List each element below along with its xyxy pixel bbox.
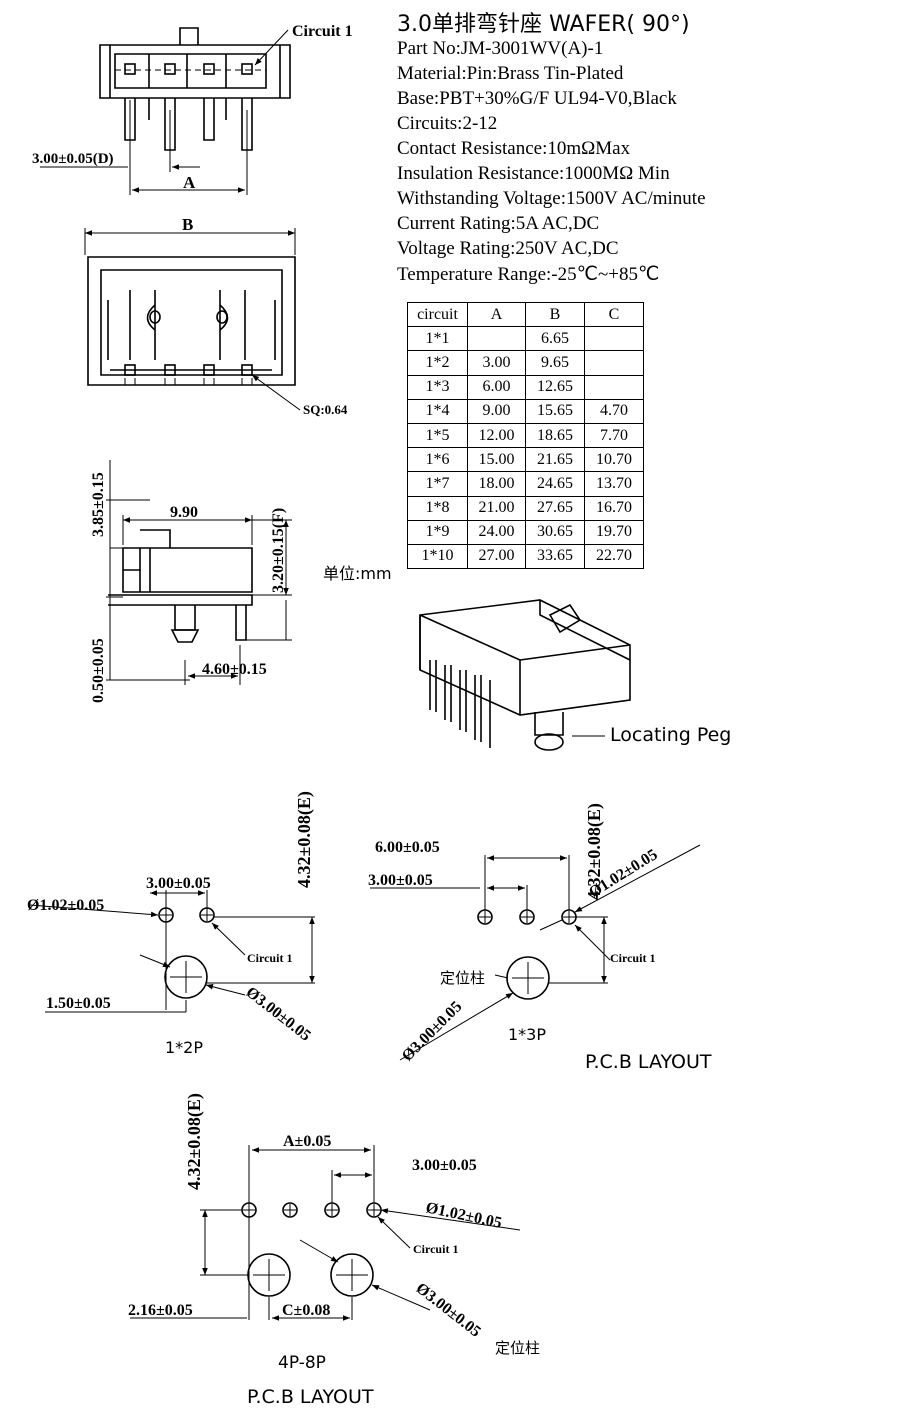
dim-3-label: 3.00±0.05 xyxy=(368,872,433,889)
pcb-3p-view xyxy=(370,844,701,1061)
dim-990-label: 9.90 xyxy=(170,504,198,521)
peg-label: Ø3.00±0.05 xyxy=(413,1280,484,1341)
table-cell: 15.65 xyxy=(525,398,585,424)
pcb-2p-view xyxy=(29,890,315,1013)
table-cell xyxy=(584,326,644,352)
spec-line: Material:Pin:Brass Tin-Plated xyxy=(397,63,624,84)
circuit1-label: Circuit 1 xyxy=(413,1242,458,1256)
table-cell: 18.00 xyxy=(467,471,526,497)
table-header-cell: B xyxy=(525,301,585,328)
pcb-4p-view xyxy=(130,1145,521,1321)
pcb-layout-caption: P.C.B LAYOUT xyxy=(585,1051,712,1073)
table-cell: 4.70 xyxy=(584,398,644,424)
table-header-cell: circuit xyxy=(407,301,468,328)
dim-320-label: 3.20±0.15(F) xyxy=(270,508,287,593)
locating-peg-label: Locating Peg xyxy=(610,724,731,746)
peg-label: Ø3.00±0.05 xyxy=(243,984,314,1045)
spec-line: Circuits:2-12 xyxy=(397,113,498,134)
bottom-view xyxy=(84,228,301,411)
e-dim-label: 4.32±0.08(E) xyxy=(294,791,315,888)
table-cell: 1*5 xyxy=(407,422,468,449)
table-cell: 6.00 xyxy=(467,374,526,400)
dim-a-label: A±0.05 xyxy=(283,1133,331,1150)
isometric-view xyxy=(419,599,631,751)
table-cell: 24.00 xyxy=(467,519,526,545)
unit-label: 单位:mm xyxy=(323,564,392,583)
pitch-label: 3.00±0.05 xyxy=(146,875,211,892)
spec-line: Base:PBT+30%G/F UL94-V0,Black xyxy=(397,88,677,109)
spec-line: Current Rating:5A AC,DC xyxy=(397,213,600,234)
dim-050-label: 0.50±0.05 xyxy=(90,638,107,703)
table-cell: 22.70 xyxy=(584,543,644,570)
table-cell: 3.00 xyxy=(467,350,526,376)
table-cell: 15.00 xyxy=(467,447,526,473)
pitch-label: 3.00±0.05 xyxy=(412,1157,477,1174)
spec-line: Withstanding Voltage:1500V AC/minute xyxy=(397,188,706,209)
product-title: 3.0单排弯针座 WAFER( 90°) xyxy=(397,12,690,37)
table-cell xyxy=(584,374,644,400)
hole-label: Ø1.02±0.05 xyxy=(424,1199,503,1232)
pitch-label: 3.00±0.05(D) xyxy=(32,151,114,167)
spec-line: Temperature Range:-25℃~+85℃ xyxy=(397,264,660,285)
sq-label: SQ:0.64 xyxy=(303,402,348,417)
spec-line: Contact Resistance:10mΩMax xyxy=(397,138,631,159)
pcb-3p-caption: 1*3P xyxy=(508,1025,546,1044)
pcb-2p-caption: 1*2P xyxy=(165,1038,203,1057)
table-cell: 21.65 xyxy=(525,447,585,473)
peg-cn-label: 定位柱 xyxy=(495,1339,540,1357)
spec-line: Voltage Rating:250V AC,DC xyxy=(397,238,619,259)
offset-label: 2.16±0.05 xyxy=(128,1302,193,1319)
table-cell: 27.00 xyxy=(467,543,526,570)
side-view xyxy=(106,460,292,685)
spec-line: Part No:JM-3001WV(A)-1 xyxy=(397,38,604,59)
hole-label: Ø1.02±0.05 xyxy=(27,897,104,914)
table-cell: 19.70 xyxy=(584,519,644,545)
pcb-4p-caption: 4P-8P xyxy=(278,1353,326,1373)
table-cell: 1*8 xyxy=(407,495,468,521)
table-cell: 12.00 xyxy=(467,422,526,449)
table-header-cell: C xyxy=(584,301,644,328)
circuit1-label: Circuit 1 xyxy=(247,951,292,965)
dim-6-label: 6.00±0.05 xyxy=(375,839,440,856)
table-cell: 10.70 xyxy=(584,447,644,473)
offset-label: 1.50±0.05 xyxy=(46,995,111,1012)
table-cell: 21.00 xyxy=(467,495,526,521)
pcb-layout-caption: P.C.B LAYOUT xyxy=(247,1386,374,1408)
dim-385-label: 3.85±0.15 xyxy=(90,472,107,537)
dim-a-label: A xyxy=(183,173,196,192)
peg-cn-label: 定位柱 xyxy=(440,969,485,987)
circuit1-label: Circuit 1 xyxy=(610,951,655,965)
dim-460-label: 4.60±0.15 xyxy=(202,661,267,678)
table-header-row: circuit A B C xyxy=(407,301,644,328)
dim-c-label: C±0.08 xyxy=(282,1302,330,1319)
dim-b-label: B xyxy=(182,215,193,234)
spec-line: Insulation Resistance:1000MΩ Min xyxy=(397,163,670,184)
table-cell: 33.65 xyxy=(525,543,585,570)
table-cell: 1*4 xyxy=(407,398,468,424)
circuit1-label: Circuit 1 xyxy=(292,23,353,40)
e-dim-label: 4.32±0.08(E) xyxy=(584,803,605,900)
peg-label: Ø3.00±0.05 xyxy=(399,998,466,1065)
front-view xyxy=(40,27,291,195)
e-dim-label: 4.32±0.08(E) xyxy=(184,1093,205,1190)
table-cell: 1*1 xyxy=(407,326,468,352)
table-cell: 30.65 xyxy=(525,519,585,545)
table-cell: 1*10 xyxy=(407,543,468,570)
table-cell: 9.65 xyxy=(525,350,585,376)
